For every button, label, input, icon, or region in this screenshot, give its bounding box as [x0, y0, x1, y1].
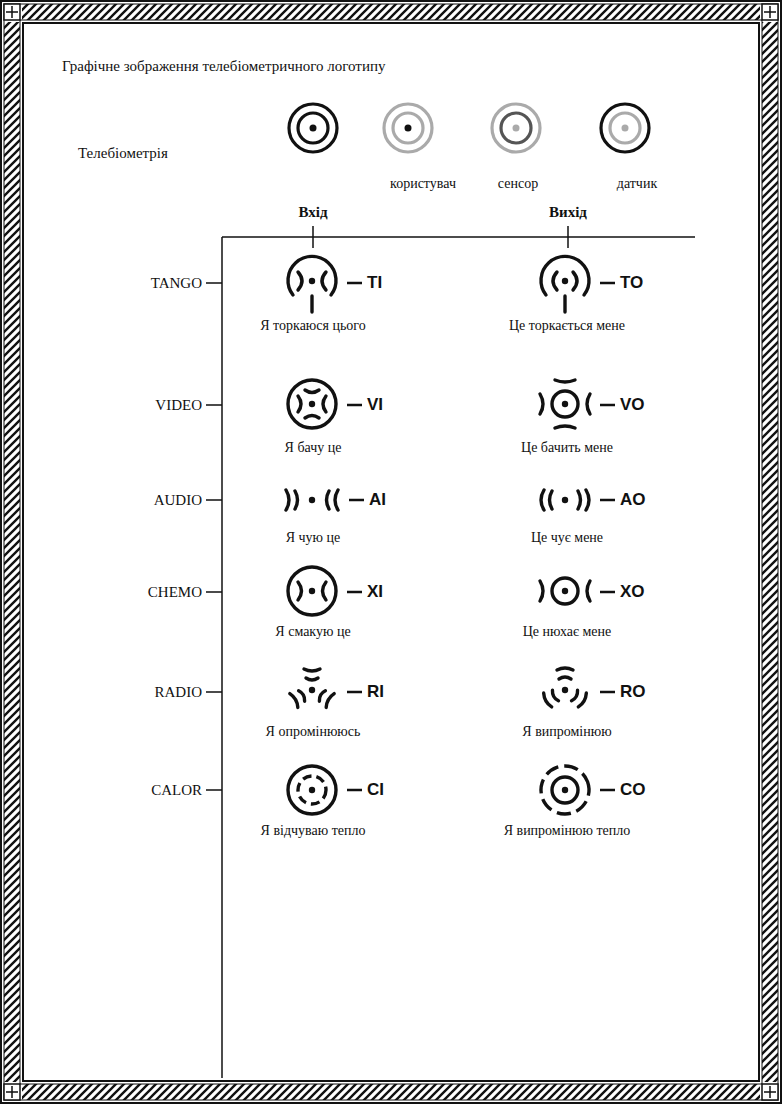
axes	[206, 226, 695, 1078]
diagram-title: Графічне зображення телебіометричного ло…	[62, 57, 385, 75]
caption: Це торкається мене	[509, 318, 625, 335]
symbol-label: користувач	[390, 176, 456, 193]
caption: Я відчуваю тепло	[261, 823, 366, 840]
symbol-code: AO	[620, 490, 646, 510]
caption: Це бачить мене	[521, 440, 613, 457]
row-label: CALOR	[151, 781, 202, 799]
caption: Я бачу це	[285, 440, 342, 457]
symbol-code: AI	[369, 490, 386, 510]
symbol-code: VI	[367, 395, 383, 415]
symbol-label: сенсор	[498, 176, 538, 193]
row-label: Телебіометрія	[78, 144, 168, 162]
code-dashes	[347, 283, 615, 790]
caption: Я чую це	[286, 530, 341, 547]
caption: Я смакую це	[275, 624, 350, 641]
row-label: RADIO	[155, 683, 203, 701]
telebiometry-symbols	[289, 104, 649, 152]
row-label: AUDIO	[154, 491, 202, 509]
column-header: Вихід	[549, 203, 587, 221]
symbol-code: XI	[367, 582, 383, 602]
symbol-label: датчик	[617, 176, 657, 193]
caption: Я торкаюся цього	[260, 318, 365, 335]
caption: Це нюхає мене	[523, 624, 612, 641]
row-label: VIDEO	[155, 396, 202, 414]
caption: Це чує мене	[531, 530, 603, 547]
row-label: CHEMO	[148, 583, 202, 601]
caption: Я опромінююсь	[266, 724, 361, 741]
symbol-code: TO	[620, 273, 643, 293]
column-header: Вхід	[298, 203, 327, 221]
caption: Я випромінюю	[522, 724, 611, 741]
caption: Я випромінюю тепло	[504, 823, 631, 840]
symbol-code: VO	[620, 395, 645, 415]
symbol-code: TI	[367, 273, 382, 293]
symbol-code: CO	[620, 780, 646, 800]
symbol-code: XO	[620, 582, 645, 602]
symbol-code: RO	[620, 682, 646, 702]
symbol-code: CI	[367, 780, 384, 800]
row-label: TANGO	[151, 274, 202, 292]
symbol-code: RI	[367, 682, 384, 702]
